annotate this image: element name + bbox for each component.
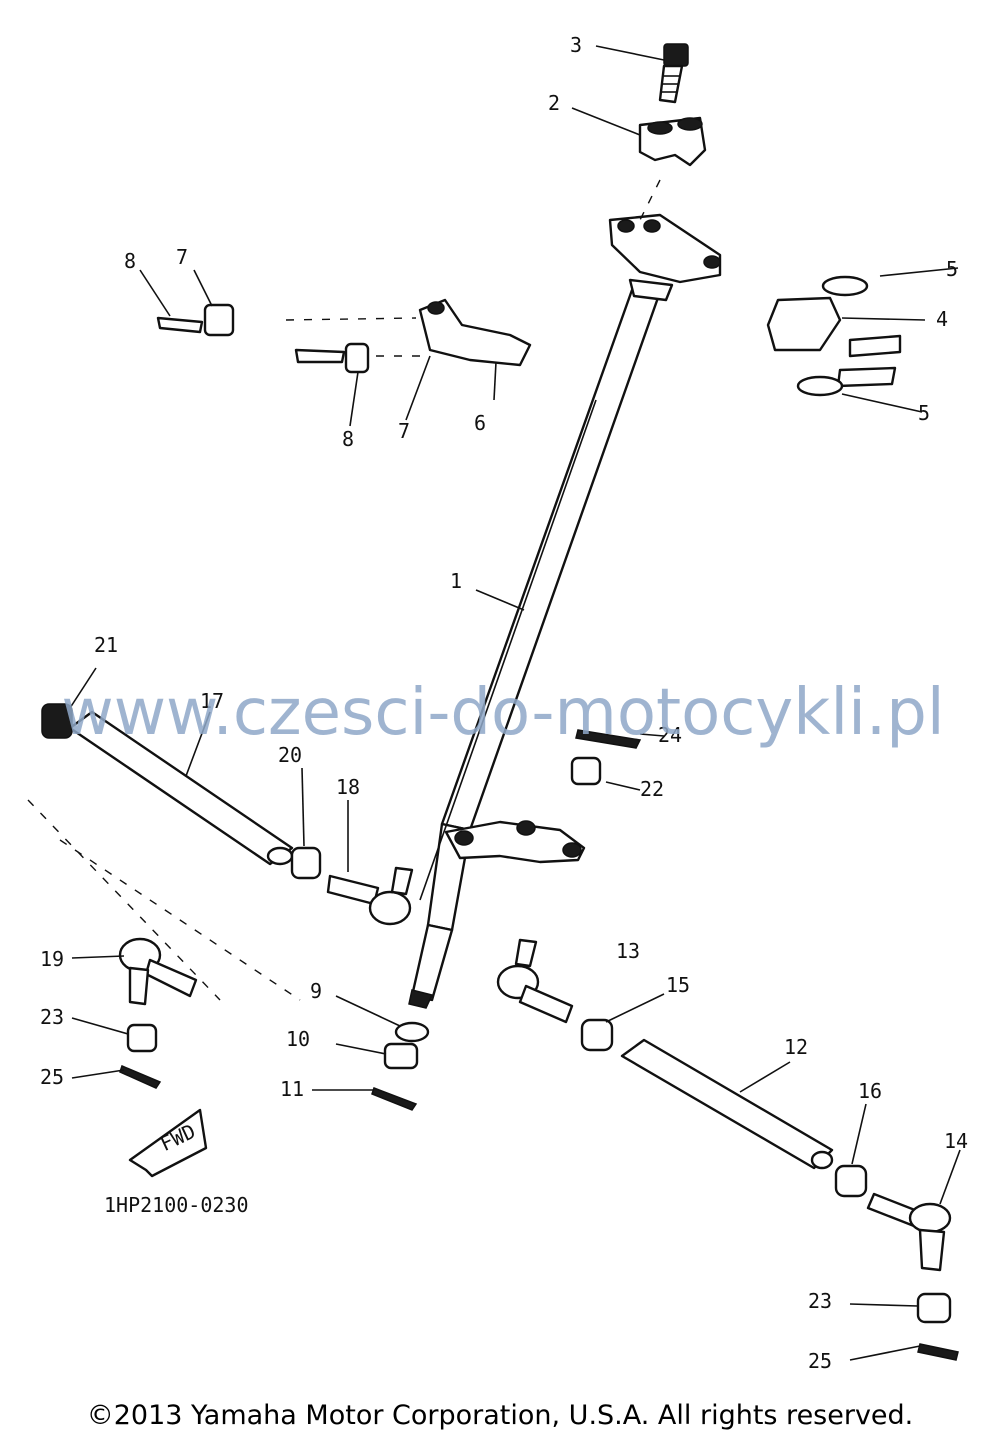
callout-19: 19 <box>40 947 64 971</box>
steering-arm <box>418 298 532 367</box>
tie-rod-end-18 <box>326 866 414 926</box>
callout-18: 18 <box>336 775 360 799</box>
cotter-pin-24 <box>575 729 642 749</box>
callout-23-right: 23 <box>808 1289 832 1313</box>
nut-23-right <box>916 1292 952 1324</box>
steering-column <box>408 288 662 1009</box>
callout-5-top: 5 <box>946 257 958 281</box>
callout-21: 21 <box>94 633 118 657</box>
nut-10 <box>383 1042 419 1070</box>
leader-lines <box>69 45 961 1361</box>
callout-1: 1 <box>450 569 462 593</box>
bolt <box>658 43 689 104</box>
callout-11: 11 <box>280 1077 304 1101</box>
tie-rod-left <box>41 703 294 866</box>
callout-15: 15 <box>666 973 690 997</box>
callout-24: 24 <box>658 723 682 747</box>
nut-22 <box>570 756 602 786</box>
cotter-pin-25-right <box>917 1343 959 1361</box>
callout-6: 6 <box>474 411 486 435</box>
callout-23-left: 23 <box>40 1005 64 1029</box>
callout-25-left: 25 <box>40 1065 64 1089</box>
callout-10: 10 <box>286 1027 310 1051</box>
cotter-pin-25-left <box>119 1064 162 1089</box>
handlebar-holder <box>638 116 707 167</box>
copyright-notice: ©2013 Yamaha Motor Corporation, U.S.A. A… <box>86 1400 914 1431</box>
callout-2: 2 <box>548 91 560 115</box>
callout-12: 12 <box>784 1035 808 1059</box>
assembly-lines <box>27 179 661 1001</box>
callout-13: 13 <box>616 939 640 963</box>
callout-labels: 3 2 5 4 5 6 7 8 8 7 1 21 17 20 18 24 22 … <box>40 33 968 1373</box>
cotter-pin-11 <box>371 1087 418 1111</box>
locknut-16 <box>834 1164 868 1198</box>
callout-8-lower: 8 <box>342 427 354 451</box>
callout-9: 9 <box>310 979 322 1003</box>
column-top-bracket <box>608 213 722 302</box>
callout-7-upper: 7 <box>176 245 188 269</box>
callout-14: 14 <box>944 1129 968 1153</box>
callout-16: 16 <box>858 1079 882 1103</box>
watermark-text: www.czesci-do-motocykli.pl <box>61 676 945 750</box>
column-holder <box>766 275 902 397</box>
nut-23-left <box>126 1023 158 1053</box>
tie-rod-right <box>620 1038 834 1170</box>
part-code: 1HP2100-0230 <box>104 1193 249 1217</box>
tie-rod-end-14 <box>866 1192 952 1272</box>
locknut-20 <box>290 846 322 880</box>
shaft-thread <box>408 989 434 1009</box>
callout-8-upper: 8 <box>124 249 136 273</box>
callout-22: 22 <box>640 777 664 801</box>
tie-rod-end-19 <box>118 937 198 1006</box>
forward-arrow-icon: FWD <box>128 1108 208 1178</box>
column-lower-bracket <box>444 820 586 864</box>
callout-7-lower: 7 <box>398 419 410 443</box>
callout-5-bottom: 5 <box>918 401 930 425</box>
tie-rod-end-13 <box>496 938 574 1024</box>
callout-20: 20 <box>278 743 302 767</box>
callout-25-right: 25 <box>808 1349 832 1373</box>
washer-9 <box>394 1021 430 1043</box>
callout-17: 17 <box>200 689 224 713</box>
callout-3: 3 <box>570 33 582 57</box>
nut-upper-left <box>156 303 235 337</box>
callout-4: 4 <box>936 307 948 331</box>
locknut-15 <box>580 1018 614 1052</box>
nut-mid-left <box>294 342 370 374</box>
